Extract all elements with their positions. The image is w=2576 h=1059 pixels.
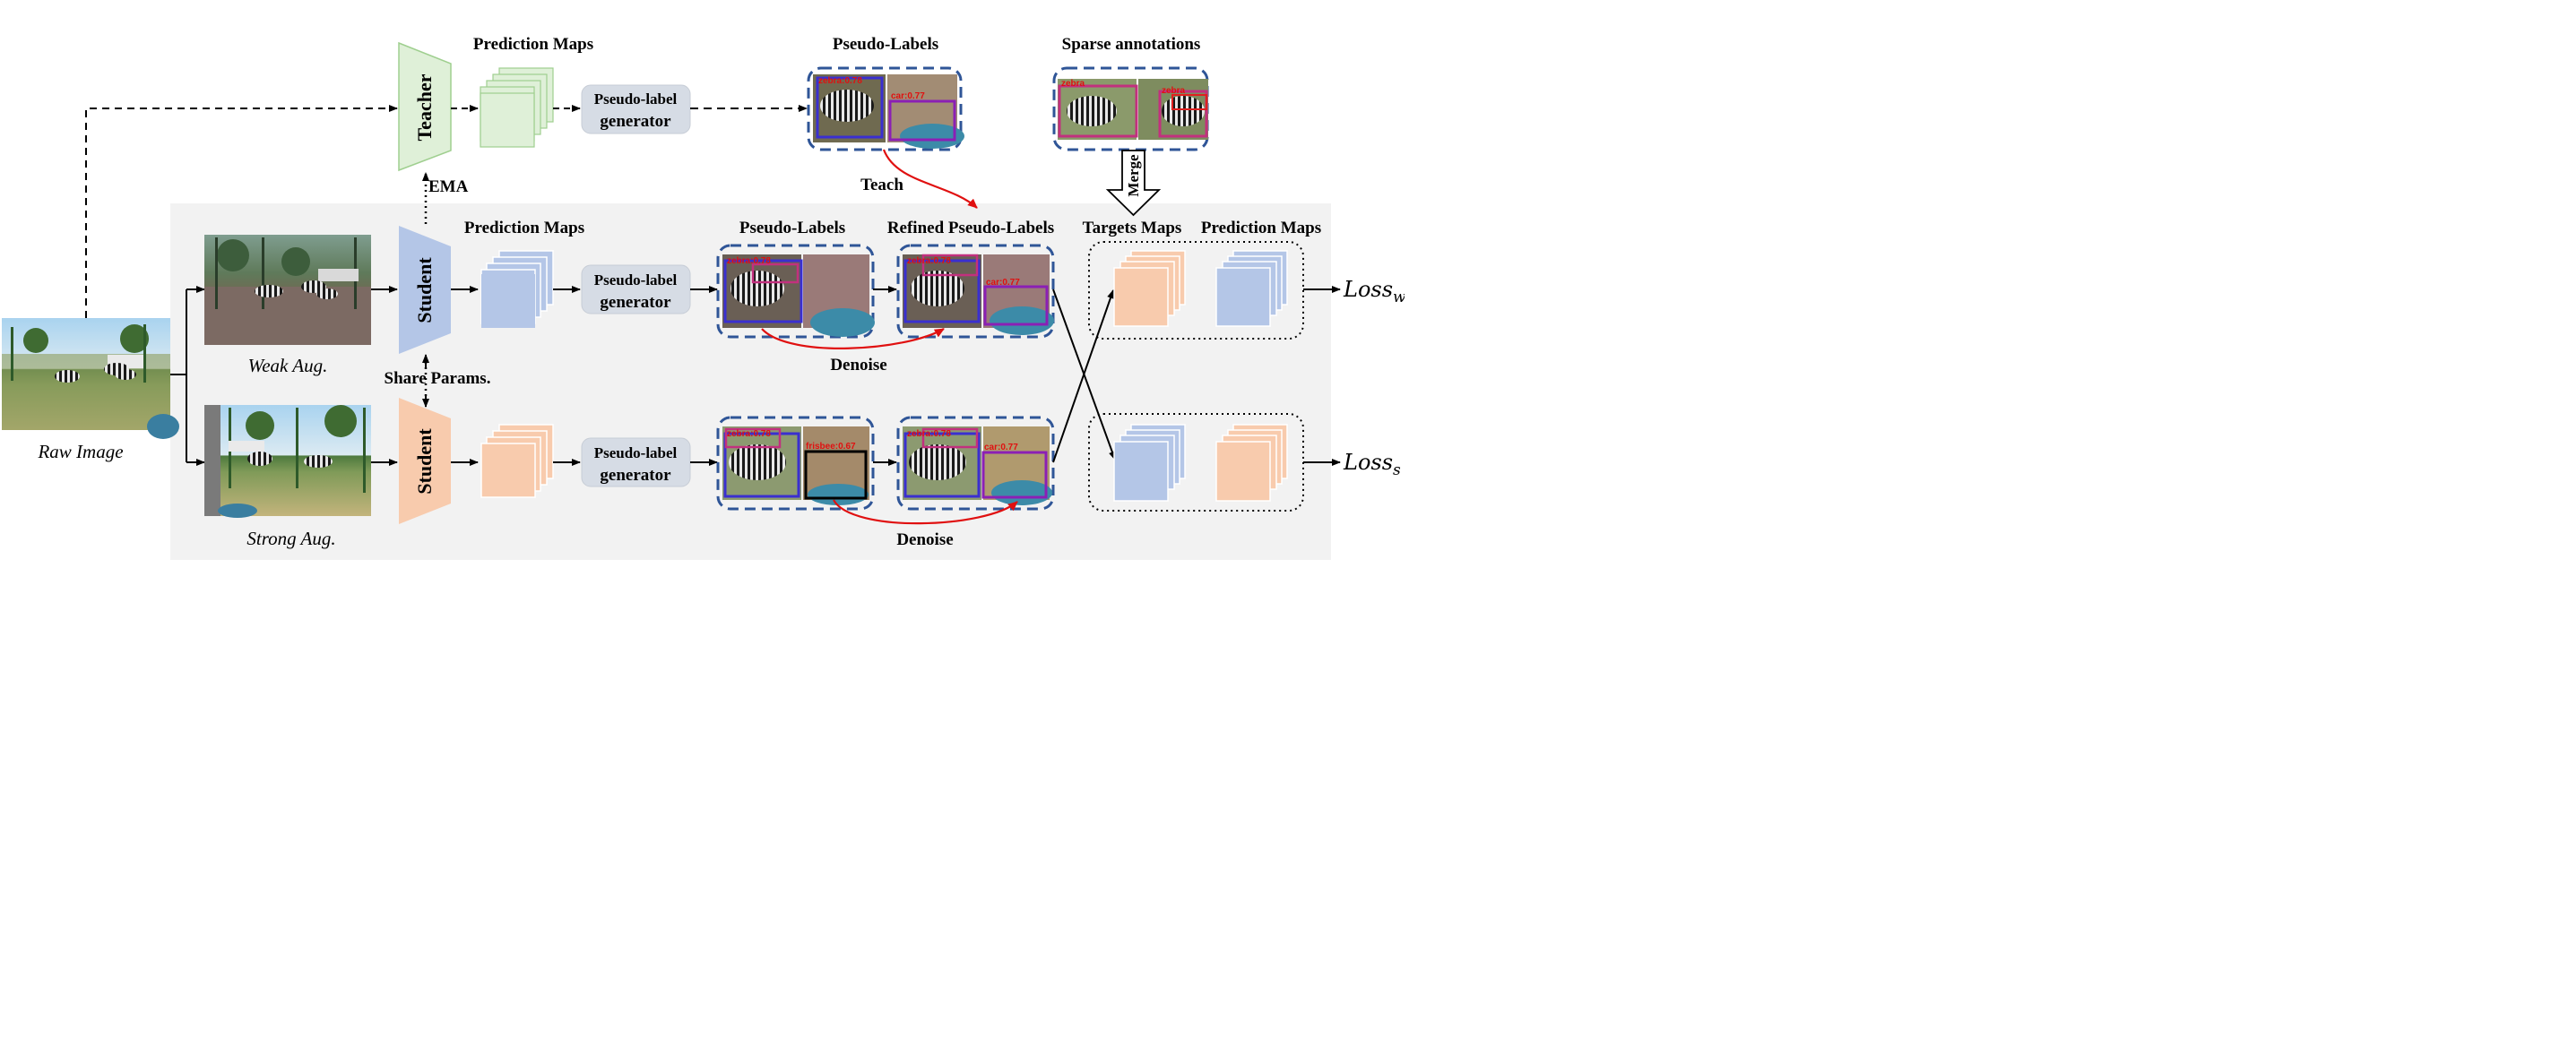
weak-pseudo-labels-box — [716, 244, 875, 339]
strong-prediction-maps — [480, 424, 554, 498]
strong-aug-caption: Strong Aug. — [246, 528, 335, 549]
teacher-pseudo-labels-title: Pseudo-Labels — [833, 35, 938, 54]
weak-pseudo-labels-title: Pseudo-Labels — [739, 219, 845, 237]
weak-loss-group-box — [1088, 241, 1304, 340]
raw-to-teacher-arrow — [85, 105, 398, 318]
weak-prediction-maps — [480, 250, 554, 328]
raw-to-augment-arrows — [170, 289, 187, 462]
targets-maps-title: Targets Maps — [1083, 219, 1182, 237]
strong-prediction-maps-right — [1215, 424, 1288, 502]
teacher-prediction-maps — [480, 67, 554, 148]
svg-text:car:0.77: car:0.77 — [984, 443, 1018, 452]
weak-generator-line2: generator — [600, 293, 671, 312]
svg-text:zebra:0.78: zebra:0.78 — [907, 256, 951, 266]
sparse-annotations-title: Sparse annotations — [1062, 35, 1201, 54]
weak-prediction-maps-right — [1215, 250, 1288, 327]
weak-aug-image — [204, 235, 371, 345]
weak-target-maps — [1113, 250, 1186, 327]
weak-denoise-label: Denoise — [830, 356, 886, 375]
weak-generator-line1: Pseudo-label — [594, 271, 678, 288]
raw-image-caption: Raw Image — [37, 441, 123, 462]
merge-arrow — [1105, 150, 1162, 217]
weak-aug-caption: Weak Aug. — [248, 355, 328, 376]
weak-refined-labels-box — [896, 244, 1055, 339]
strong-aug-image — [204, 405, 371, 518]
weak-denoise-arrow — [761, 328, 945, 349]
svg-text:zebra:0.78: zebra:0.78 — [727, 429, 771, 439]
svg-text:zebra:0.78: zebra:0.78 — [727, 256, 771, 266]
student-network-weak — [399, 226, 451, 354]
svg-text:frisbee:0.67: frisbee:0.67 — [806, 442, 856, 452]
svg-text:zebra: zebra — [1162, 86, 1186, 96]
framework-diagram: Raw Image Weak Aug. Strong Aug. — [2, 35, 1405, 560]
teacher-generator-line1: Pseudo-label — [594, 90, 678, 108]
teacher-label: Teacher — [413, 73, 436, 141]
strong-target-maps — [1113, 424, 1186, 502]
svg-text:zebra:0.78: zebra:0.78 — [818, 76, 862, 86]
right-prediction-maps-title: Prediction Maps — [1201, 219, 1321, 237]
student-network-strong — [399, 398, 451, 524]
strong-to-weak-targets-arrow — [1052, 289, 1114, 463]
svg-text:zebra: zebra — [1061, 79, 1085, 89]
strong-generator-line2: generator — [600, 466, 671, 485]
weak-refined-label-images: zebra:0.78 car:0.77 — [903, 254, 1054, 335]
teacher-pseudo-label-images: zebra:0.78 car:0.77 — [813, 74, 964, 149]
strong-pseudo-labels-box — [716, 416, 875, 511]
teach-label: Teach — [860, 176, 903, 194]
weak-prediction-maps-title: Prediction Maps — [464, 219, 584, 237]
raw-image — [2, 318, 179, 439]
ema-label: EMA — [428, 177, 469, 196]
teacher-generator-line2: generator — [600, 112, 671, 131]
strong-loss-group-box — [1088, 413, 1304, 512]
student-weak-label: Student — [413, 257, 436, 323]
svg-text:car:0.77: car:0.77 — [986, 278, 1020, 288]
teacher-network — [398, 41, 452, 172]
strong-pseudo-label-images: zebra:0.78 frisbee:0.67 — [722, 426, 869, 505]
strong-denoise-arrow — [833, 499, 1018, 525]
loss-s: Losss — [1343, 450, 1401, 479]
student-strong-label: Student — [413, 428, 436, 495]
merge-label: Merge — [1125, 154, 1142, 197]
teacher-prediction-maps-title: Prediction Maps — [473, 35, 593, 54]
strong-generator-line1: Pseudo-label — [594, 444, 678, 461]
loss-w: Lossw — [1343, 277, 1405, 306]
strong-refined-labels-box — [896, 416, 1055, 511]
svg-text:zebra:0.78: zebra:0.78 — [907, 429, 951, 439]
strong-denoise-label: Denoise — [896, 530, 953, 549]
svg-text:car:0.77: car:0.77 — [891, 91, 925, 101]
teach-arrow — [882, 149, 978, 209]
teacher-pseudo-labels-box — [807, 66, 963, 151]
weak-refined-labels-title: Refined Pseudo-Labels — [887, 219, 1054, 237]
sparse-annotation-images: zebra zebra — [1058, 79, 1208, 140]
strong-refined-label-images: zebra:0.78 car:0.77 — [903, 426, 1052, 505]
share-params-label: Share Params. — [385, 369, 491, 388]
weak-pseudo-label-images: zebra:0.78 — [722, 254, 875, 337]
